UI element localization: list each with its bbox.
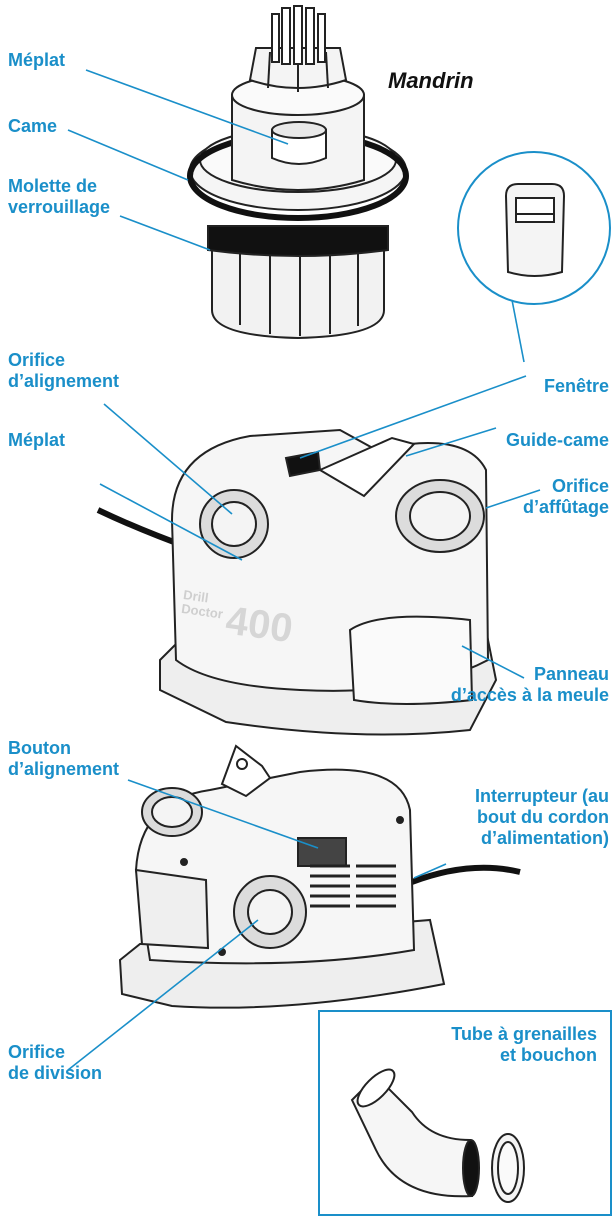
label-interrupteur-line-3: d’alimentation) [475, 828, 609, 849]
label-bouton-alignement: Bouton d’alignement [8, 738, 119, 780]
chuck-illustration [190, 6, 406, 338]
label-orifice-division: Orifice de division [8, 1042, 102, 1084]
label-meplat-chuck-text: Méplat [8, 50, 65, 70]
label-panneau-line-2: d’accès à la meule [451, 685, 609, 706]
label-orifice-division-line-1: Orifice [8, 1042, 102, 1063]
label-panneau: Panneau d’accès à la meule [451, 664, 609, 706]
label-interrupteur-line-2: bout du cordon [475, 807, 609, 828]
sharpener-front-illustration [98, 430, 496, 735]
label-tube-line-1: Tube à grenailles [451, 1024, 597, 1045]
label-orifice-affutage: Orifice d’affûtage [523, 476, 609, 518]
label-interrupteur-line-1: Interrupteur (au [475, 786, 609, 807]
label-bouton-line-1: Bouton [8, 738, 119, 759]
chuck-title: Mandrin [388, 68, 474, 94]
label-molette: Molette de verrouillage [8, 176, 110, 218]
sharpener-back-illustration [120, 746, 520, 1008]
label-orifice-affutage-line-2: d’affûtage [523, 497, 609, 518]
label-bouton-line-2: d’alignement [8, 759, 119, 780]
window-inset [458, 152, 610, 304]
brand-model: 400 [223, 598, 295, 651]
label-fenetre-text: Fenêtre [544, 376, 609, 396]
label-fenetre: Fenêtre [544, 376, 609, 397]
label-orifice-alignement-line-1: Orifice [8, 350, 119, 371]
label-meplat-chuck: Méplat [8, 50, 65, 71]
label-orifice-affutage-line-1: Orifice [523, 476, 609, 497]
label-panneau-line-1: Panneau [451, 664, 609, 685]
label-came-text: Came [8, 116, 57, 136]
label-meplat-body: Méplat [8, 430, 65, 451]
label-interrupteur: Interrupteur (au bout du cordon d’alimen… [475, 786, 609, 849]
label-orifice-alignement-line-2: d’alignement [8, 371, 119, 392]
label-molette-line-2: verrouillage [8, 197, 110, 218]
label-tube-grenailles: Tube à grenailles et bouchon [451, 1024, 597, 1066]
label-came: Came [8, 116, 57, 137]
label-molette-line-1: Molette de [8, 176, 110, 197]
label-meplat-body-text: Méplat [8, 430, 65, 450]
label-tube-line-2: et bouchon [451, 1045, 597, 1066]
label-orifice-division-line-2: de division [8, 1063, 102, 1084]
label-guide-came: Guide-came [506, 430, 609, 451]
label-orifice-alignement: Orifice d’alignement [8, 350, 119, 392]
label-guide-came-text: Guide-came [506, 430, 609, 450]
